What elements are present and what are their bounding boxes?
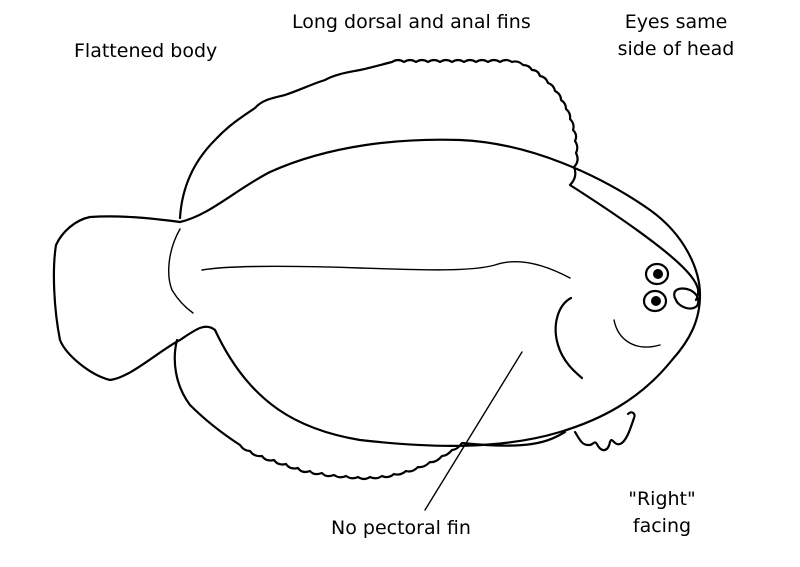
label-long-fins: Long dorsal and anal fins	[292, 11, 531, 33]
label-eyes-same-side: Eyes same side of head	[606, 9, 746, 63]
lower-eye	[642, 289, 668, 313]
label-right-line1: "Right"	[628, 488, 696, 510]
operculum-line	[554, 296, 584, 380]
label-right-line2: facing	[632, 515, 692, 537]
upper-pupil	[653, 269, 663, 279]
caudal-fin-outline	[52, 215, 217, 382]
lower-pupil	[651, 296, 661, 306]
upper-eye	[644, 262, 670, 286]
snout	[673, 287, 700, 310]
dorsal-fin-outline	[178, 58, 700, 302]
lateral-line	[201, 261, 571, 279]
pointer-line	[424, 351, 523, 511]
label-no-pectoral-fin: No pectoral fin	[331, 517, 471, 539]
body-outline	[178, 138, 702, 447]
peduncle-line	[168, 228, 194, 314]
label-right-facing: "Right" facing	[612, 486, 712, 540]
mouth-line	[613, 319, 661, 348]
pelvic-fin	[573, 411, 636, 452]
label-flattened-body: Flattened body	[74, 40, 218, 62]
label-eyes-line1: Eyes same	[624, 11, 728, 33]
anal-fin-outline	[173, 338, 567, 481]
label-eyes-line2: side of head	[617, 38, 735, 60]
